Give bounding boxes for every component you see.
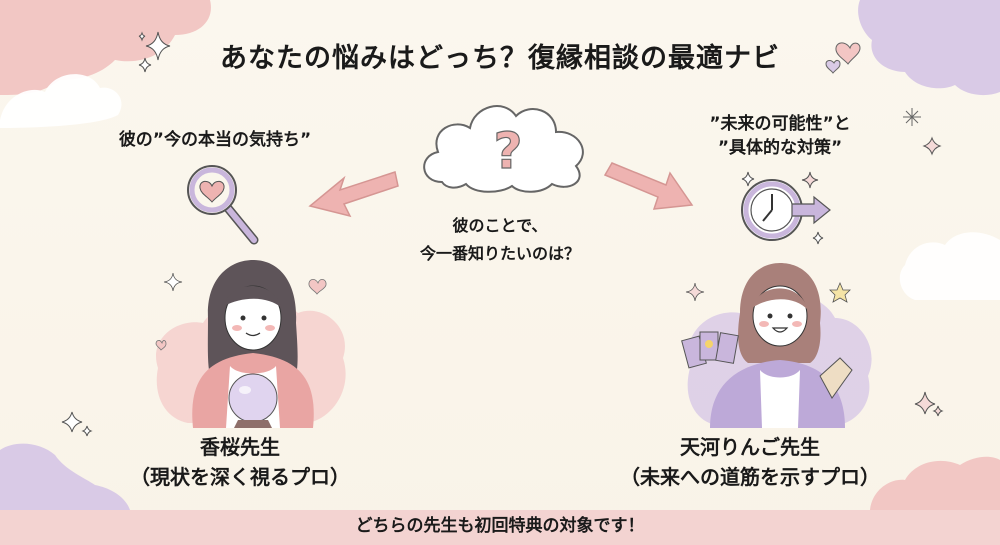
- footer-text: どちらの先生も初回特典の対象です！: [355, 516, 645, 536]
- page-title: あなたの悩みはどっち？復縁相談の最適ナビ: [220, 43, 780, 74]
- right-heading-line-1: ”未来の可能性”と: [709, 114, 851, 134]
- question-cloud-icon: ?: [423, 105, 584, 193]
- arrow-down-left-icon: [308, 171, 399, 218]
- advisor-card-tenga-ringo[interactable]: 天河りんご先生 （未来への道筋を示すプロ）: [590, 432, 910, 492]
- advisor-card-kaou[interactable]: 香桜先生 （現状を深く視るプロ）: [100, 432, 380, 492]
- question-mark: ?: [493, 122, 522, 180]
- question-line-2: 今一番知りたいのは？: [419, 244, 580, 263]
- magnifier-heart-icon: [187, 165, 259, 245]
- left-option-heading: 彼の”今の本当の気持ち”: [118, 130, 312, 150]
- question-line-1: 彼のことで、: [452, 216, 548, 235]
- footer-banner: どちらの先生も初回特典の対象です！: [0, 510, 1000, 545]
- advisor-tagline-tenga-ringo: （未来への道筋を示すプロ）: [620, 465, 880, 489]
- arrow-down-right-icon: [603, 162, 694, 210]
- advisor-name-kaou: 香桜先生: [200, 435, 280, 459]
- right-heading-line-2: ”具体的な対策”: [717, 138, 843, 158]
- right-option-heading: ”未来の可能性”と ”具体的な対策”: [670, 112, 890, 160]
- clock-forward-icon: [741, 171, 831, 245]
- center-question: 彼のことで、 今一番知りたいのは？: [380, 212, 620, 268]
- advisor-illustration-kaou: [155, 260, 346, 428]
- advisor-illustration-tenga-ringo: [681, 263, 872, 428]
- advisor-tagline-kaou: （現状を深く視るプロ）: [130, 465, 350, 489]
- advisor-name-tenga-ringo: 天河りんご先生: [680, 435, 820, 459]
